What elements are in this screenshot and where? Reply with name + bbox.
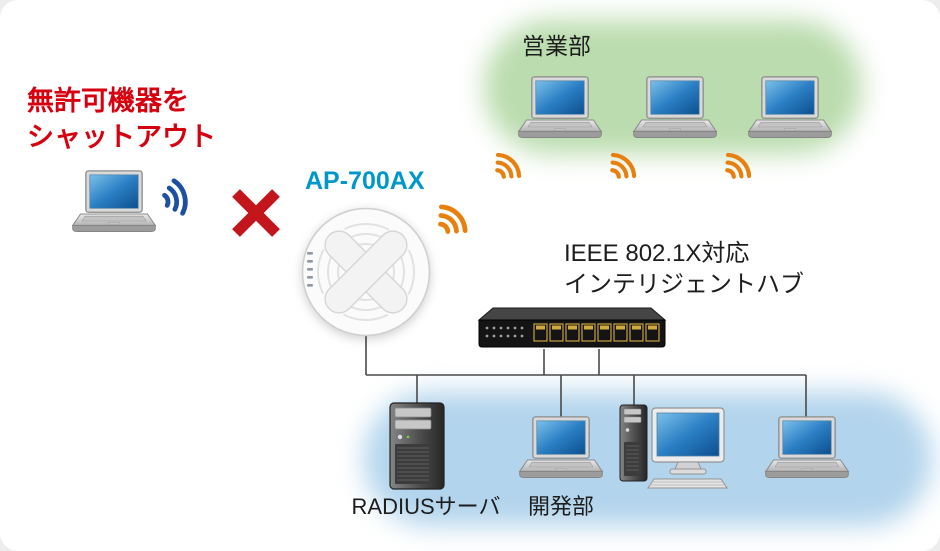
intelligent-hub (477, 307, 667, 349)
dev-laptop (517, 416, 605, 485)
warning-text: 無許可機器を シャットアウト (27, 84, 216, 155)
hub-label-line-2: インテリジェントハブ (564, 270, 804, 298)
warning-line-2: シャットアウト (27, 121, 216, 152)
block-x-icon (232, 189, 280, 237)
sales-department-label: 営業部 (522, 33, 591, 59)
sales-laptop-2 (631, 76, 719, 145)
access-point-device (300, 206, 432, 338)
sales-laptop-3 (746, 76, 834, 145)
warning-line-1: 無許可機器を (27, 86, 189, 116)
hub-label-line-1: IEEE 802.1X対応 (564, 240, 750, 267)
sales-laptop-1 (516, 76, 604, 145)
laptop-icon (517, 416, 605, 485)
hub-label: IEEE 802.1X対応 インテリジェントハブ (564, 239, 804, 300)
laptop-icon (516, 76, 604, 145)
laptop-icon (746, 76, 834, 145)
access-point-icon (300, 206, 432, 338)
radius-server (389, 402, 445, 490)
ethernet-hub-icon (477, 307, 667, 349)
laptop-icon (70, 170, 158, 239)
wired-laptop (763, 416, 851, 485)
laptop-icon (631, 76, 719, 145)
dev-desktop-pc (618, 404, 730, 492)
unauthorized-laptop (70, 170, 158, 239)
blocked-connection (227, 184, 285, 242)
wired-zone-highlight (364, 392, 932, 526)
laptop-icon (763, 416, 851, 485)
dev-department-label: 開発部 (527, 494, 594, 519)
desktop-pc-icon (618, 404, 730, 492)
radius-server-label: RADIUSサーバ (351, 494, 501, 519)
ap-model-label: AP-700AX (305, 167, 425, 195)
server-tower-icon (389, 402, 445, 490)
